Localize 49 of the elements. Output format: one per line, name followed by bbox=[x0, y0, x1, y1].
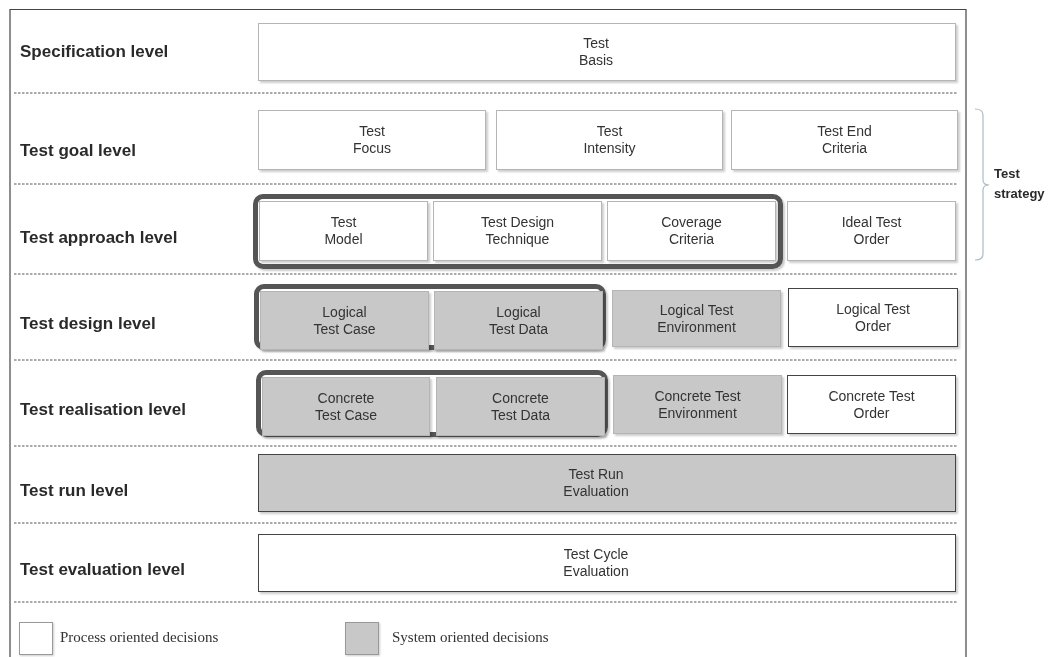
group-frame bbox=[253, 194, 783, 269]
legend-text: System oriented decisions bbox=[392, 629, 549, 646]
level-label: Test evaluation level bbox=[20, 560, 186, 580]
level-label: Test run level bbox=[20, 481, 129, 501]
level-label: Test design level bbox=[20, 314, 156, 334]
box-text: Coverage Criteria bbox=[660, 214, 723, 248]
level-label: Test realisation level bbox=[20, 400, 186, 420]
decision-box bbox=[496, 110, 723, 170]
decision-box bbox=[262, 377, 430, 436]
decision-box bbox=[731, 110, 958, 170]
decision-box bbox=[607, 201, 776, 261]
box-text: Concrete Test Data bbox=[489, 389, 552, 424]
decision-box bbox=[258, 110, 486, 170]
box-text: Test Run Evaluation bbox=[562, 466, 630, 500]
box-text: Test Design Technique bbox=[479, 214, 556, 248]
box-text: Test Model bbox=[323, 214, 364, 248]
box-text: Ideal Test Order bbox=[840, 214, 903, 248]
box-text: Test Cycle Evaluation bbox=[562, 546, 630, 580]
decision-box bbox=[788, 288, 958, 347]
decision-box bbox=[258, 454, 956, 512]
decision-box bbox=[787, 201, 956, 261]
decision-box bbox=[436, 377, 605, 436]
decision-box bbox=[787, 375, 956, 434]
decision-box bbox=[258, 23, 956, 81]
group-frame bbox=[254, 284, 606, 350]
bracket-label: Test strategy bbox=[994, 165, 1046, 203]
decision-box bbox=[434, 291, 603, 350]
group-frame bbox=[256, 370, 608, 437]
box-text: Test Intensity bbox=[582, 123, 637, 157]
decision-box bbox=[613, 375, 782, 434]
decision-box bbox=[612, 290, 781, 347]
box-text: Test Basis bbox=[577, 35, 615, 69]
decision-box bbox=[433, 201, 602, 261]
legend-text: Process oriented decisions bbox=[60, 629, 219, 646]
level-label: Test approach level bbox=[20, 228, 178, 248]
box-text: Concrete Test Environment bbox=[653, 387, 742, 422]
box-text: Concrete Test Order bbox=[827, 387, 916, 422]
box-text: Concrete Test Case bbox=[313, 389, 379, 424]
box-text: Test End Criteria bbox=[816, 123, 873, 157]
level-label: Specification level bbox=[20, 42, 169, 62]
decision-box bbox=[259, 201, 428, 261]
box-text: Logical Test Order bbox=[835, 300, 911, 335]
box-text: Logical Test Environment bbox=[656, 301, 737, 336]
level-label: Test goal level bbox=[20, 141, 136, 161]
box-text: Test Focus bbox=[351, 123, 393, 157]
box-text: Logical Test Data bbox=[487, 303, 550, 338]
decision-box bbox=[260, 291, 429, 350]
decision-box bbox=[258, 534, 956, 592]
box-text: Logical Test Case bbox=[312, 303, 377, 338]
